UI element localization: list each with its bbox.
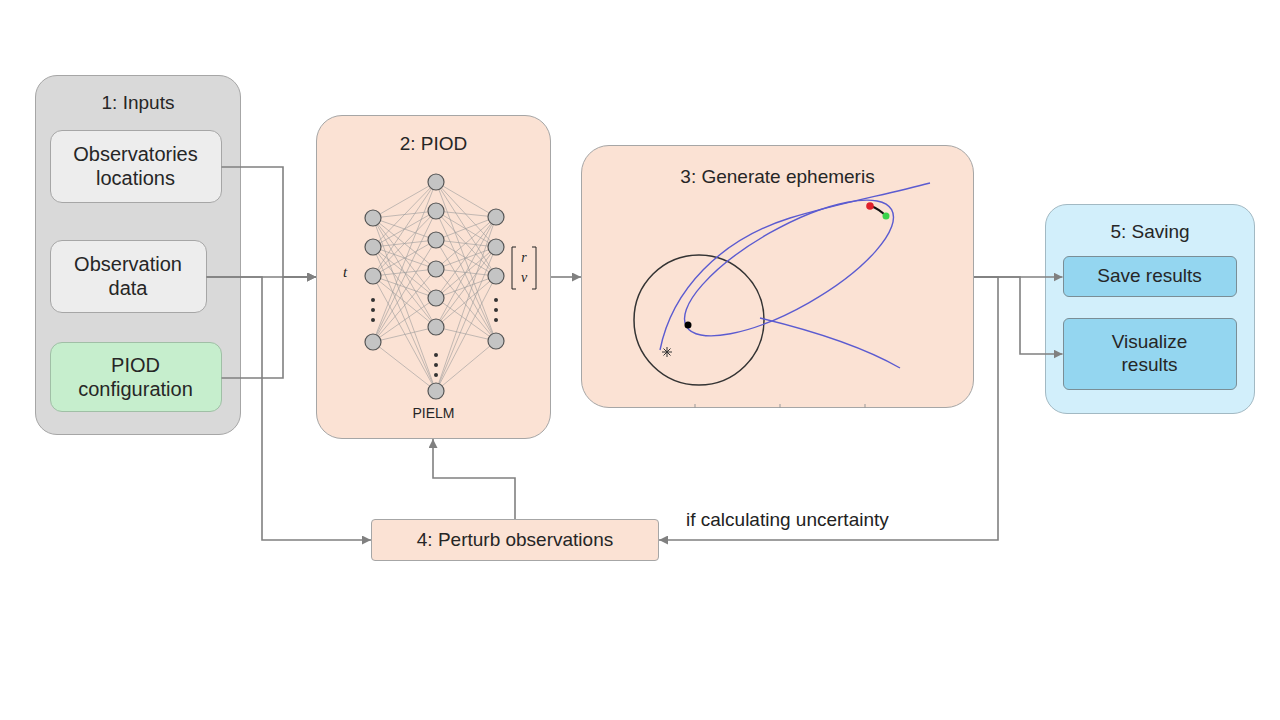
earth-circle [634, 255, 764, 385]
neuron [428, 290, 444, 306]
box-label: Save results [1097, 265, 1202, 288]
dot [371, 308, 375, 312]
dot [494, 298, 498, 302]
config-box: PIOD configuration [50, 342, 222, 412]
neural-network [365, 174, 536, 399]
neuron [428, 174, 444, 190]
observer-star [662, 347, 672, 357]
arc-segment [871, 206, 886, 216]
neuron [428, 383, 444, 399]
flow-arrow [433, 439, 515, 519]
box-heading: 1: Inputs [36, 92, 240, 115]
neuron [365, 210, 381, 226]
neuron [365, 334, 381, 350]
group-box: 1: InputsObservatories locationsObservat… [35, 75, 241, 435]
start-point [866, 202, 874, 210]
flow-arrow [207, 277, 372, 540]
process-box: 2: PIOD PIELM [316, 115, 551, 439]
process-box: 3: Generate ephemeris [581, 145, 974, 408]
neuron [488, 209, 504, 225]
neuron [365, 268, 381, 284]
ellipsis-dots [371, 298, 498, 377]
dot [434, 363, 438, 367]
output-box: Save results [1063, 256, 1237, 297]
neuron [488, 333, 504, 349]
process-box: 4: Perturb observations [371, 519, 659, 561]
box-label: 4: Perturb observations [417, 529, 613, 552]
edge-label: if calculating uncertainty [686, 509, 889, 531]
box-heading: 2: PIOD [317, 133, 550, 156]
orbit-illustration [634, 175, 930, 408]
group-box: 5: SavingSave resultsVisualize results [1045, 204, 1255, 414]
dot [371, 298, 375, 302]
end-point [883, 213, 890, 220]
neuron [428, 232, 444, 248]
neuron [428, 203, 444, 219]
input-box: Observatories locations [50, 130, 222, 203]
box-label: PIOD configuration [61, 353, 211, 401]
dot [494, 308, 498, 312]
dot [371, 318, 375, 322]
vector-bracket [512, 247, 516, 289]
box-label: Observatories locations [61, 142, 211, 190]
orbit-trajectory [660, 183, 930, 350]
output-box: Visualize results [1063, 318, 1237, 390]
neuron [488, 268, 504, 284]
orbit-trajectory [760, 318, 900, 368]
box-label: Observation data [61, 252, 196, 300]
flow-arrow [974, 276, 1063, 278]
flow-arrow [207, 276, 317, 278]
flow-arrow [659, 277, 998, 540]
neuron [365, 239, 381, 255]
box-heading: 5: Saving [1046, 221, 1254, 244]
network-weights [373, 182, 496, 391]
box-caption: PIELM [317, 405, 550, 422]
flow-arrow [974, 277, 1063, 354]
flow-arrow [551, 276, 581, 278]
network-neurons [365, 174, 504, 399]
box-heading: 3: Generate ephemeris [582, 166, 973, 189]
input-box: Observation data [50, 240, 207, 313]
dot [494, 318, 498, 322]
focus-dot [685, 322, 692, 329]
vector-bracket [532, 247, 536, 289]
neuron [428, 261, 444, 277]
flow-arrow [222, 167, 317, 277]
dot [434, 373, 438, 377]
neuron [428, 319, 444, 335]
axis-ticks [695, 404, 865, 408]
flow-arrow [222, 277, 317, 378]
box-label: Visualize results [1094, 331, 1206, 377]
connector-layer [207, 167, 1063, 540]
dot [434, 353, 438, 357]
neuron [488, 239, 504, 255]
orbit-ellipse [667, 175, 912, 361]
